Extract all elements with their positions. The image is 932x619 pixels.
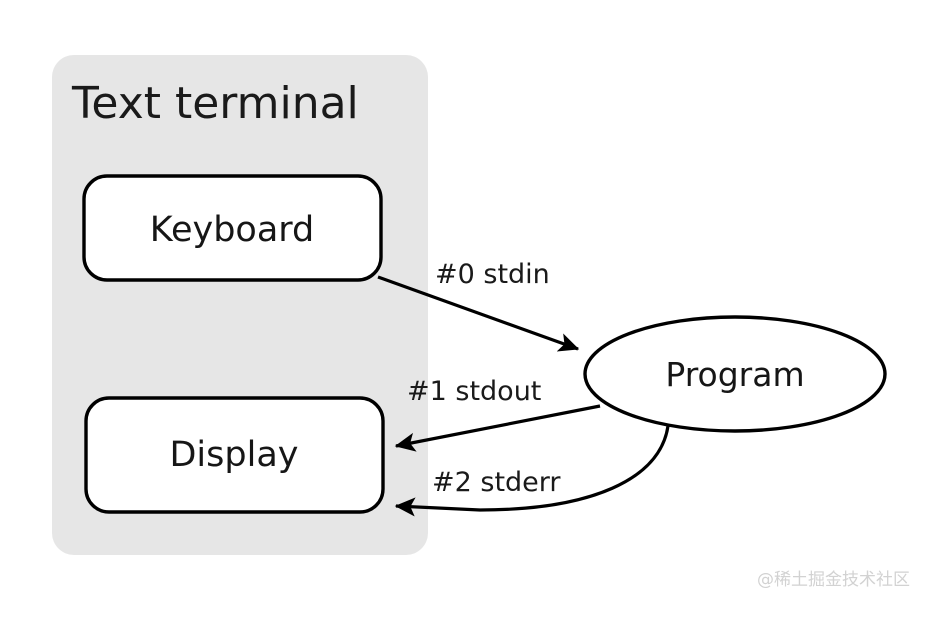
node-program-label: Program xyxy=(665,355,804,394)
edge-stderr-label: #2 stderr xyxy=(432,467,561,498)
panel-title: Text terminal xyxy=(71,78,359,129)
edge-stderr-line xyxy=(394,425,670,517)
node-program[interactable] xyxy=(583,315,887,433)
edge-stdin-label: #0 stdin xyxy=(435,259,550,290)
node-keyboard[interactable] xyxy=(82,174,383,282)
node-display[interactable] xyxy=(84,396,385,514)
node-display-label: Display xyxy=(169,435,298,475)
watermark: @稀土掘金技术社区 xyxy=(757,570,910,590)
node-keyboard-label: Keyboard xyxy=(150,210,315,250)
edge-stdin-line xyxy=(377,275,580,352)
edge-stdout-line xyxy=(394,404,601,452)
edge-stdout-label: #1 stdout xyxy=(407,376,541,407)
